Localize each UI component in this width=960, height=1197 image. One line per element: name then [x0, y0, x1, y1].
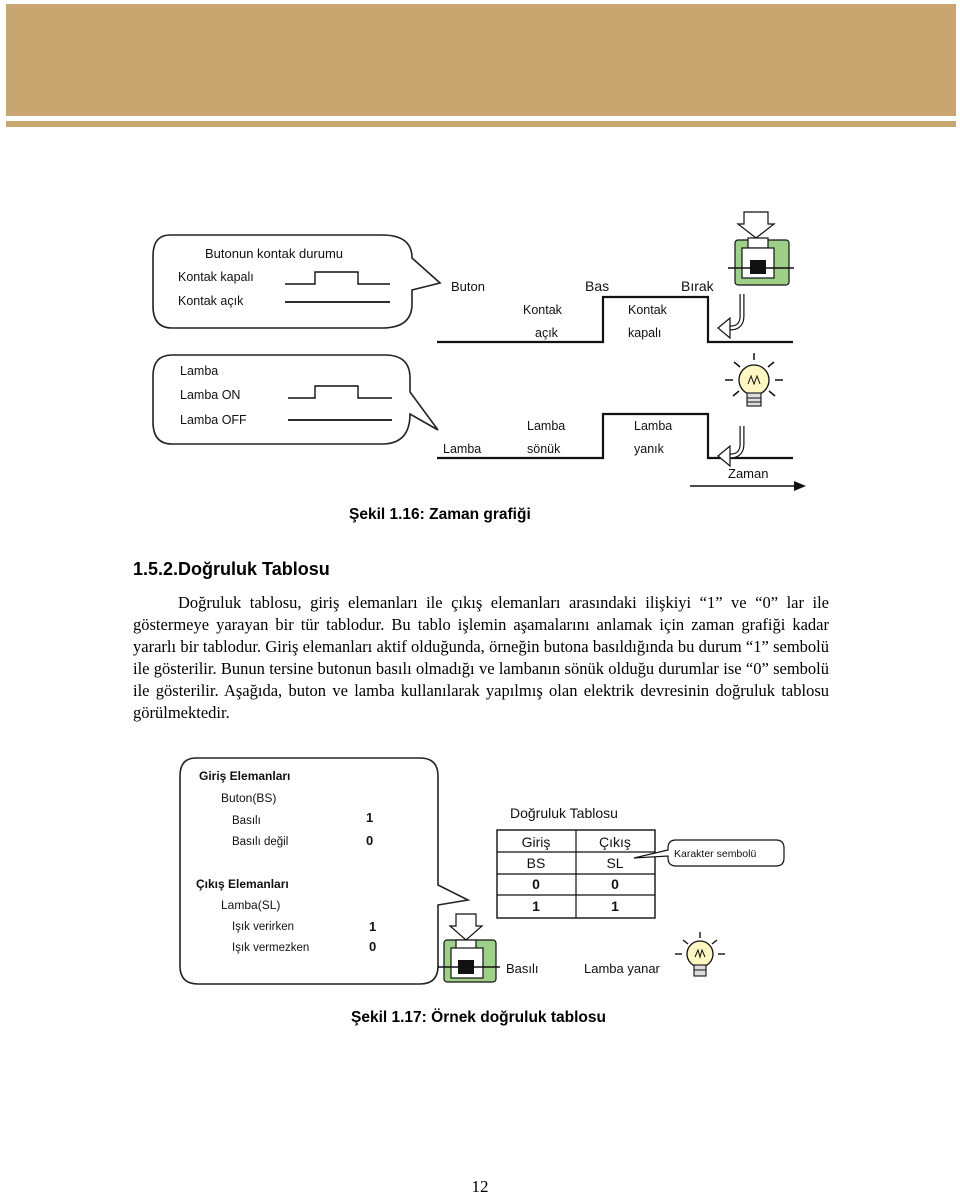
contact-closed-word2: kapalı: [628, 326, 661, 340]
push-button-icon: [438, 913, 500, 983]
body-paragraph: Doğruluk tablosu, giriş elemanları ile ç…: [133, 593, 829, 722]
contact-open-word2: açık: [535, 326, 559, 340]
section-title: 1.5.2.Doğruluk Tablosu: [133, 559, 330, 579]
truth-table-figure: Giriş Elemanları Buton(BS) Basılı 1 Bası…: [175, 752, 792, 996]
lamp-icon: [675, 932, 725, 977]
contact-closed-label: Kontak kapalı: [178, 270, 254, 284]
contact-closed-word1: Kontak: [628, 303, 668, 317]
symbol-callout-label: Karakter sembolü: [674, 848, 756, 860]
not-pressed-label: Basılı değil: [232, 836, 288, 848]
contact-open-word1: Kontak: [523, 303, 563, 317]
lamp-caption: Lamba yanar: [584, 961, 661, 976]
symbol-callout: [633, 839, 785, 867]
table-cell-r2-output: 1: [611, 898, 619, 914]
lamp-off-word1: Lamba: [527, 419, 565, 433]
lit-label: Işık verirken: [232, 921, 294, 933]
pressed-value: 1: [366, 810, 373, 825]
truth-table-title: Doğruluk Tablosu: [510, 805, 618, 821]
unlit-value: 0: [369, 939, 376, 954]
lamp-on-word1: Lamba: [634, 419, 672, 433]
pressed-caption: Basılı: [506, 961, 539, 976]
bubble-bottom: [152, 354, 439, 445]
unlit-label: Işık vermezken: [232, 942, 309, 954]
lamp-name: Lamba(SL): [221, 898, 280, 912]
table-header-input: Giriş: [522, 834, 551, 850]
figure-caption-1: Şekil 1.16: Zaman grafiği: [349, 506, 531, 523]
curved-arrow-icon: [717, 294, 745, 340]
lit-value: 1: [369, 919, 376, 934]
element-list-panel: [179, 757, 471, 985]
bas-label: Bas: [585, 278, 609, 294]
lamba-axis-label: Lamba: [443, 442, 481, 456]
birak-label: Bırak: [681, 278, 715, 294]
button-signal: [437, 295, 793, 344]
contact-open-label: Kontak açık: [178, 294, 244, 308]
figure-caption-2: Şekil 1.17: Örnek doğruluk tablosu: [351, 1009, 606, 1026]
table-symbol-output: SL: [606, 855, 623, 871]
lamp-icon: [725, 353, 783, 407]
zaman-label: Zaman: [728, 466, 768, 481]
not-pressed-value: 0: [366, 833, 373, 848]
curved-arrow-icon-2: [717, 426, 745, 468]
lamp-off-label: Lamba OFF: [180, 413, 247, 427]
time-axis-arrowhead: [794, 481, 806, 491]
page-number: 12: [471, 1177, 489, 1196]
bubble-bottom-title: Lamba: [180, 364, 218, 378]
header-rule: [6, 121, 956, 127]
push-button-icon: [728, 211, 794, 286]
button-name: Buton(BS): [221, 791, 276, 805]
legend-pulse-top: [285, 271, 390, 285]
truth-table: [496, 829, 656, 919]
buton-label: Buton: [451, 279, 485, 294]
inputs-title: Giriş Elemanları: [199, 769, 290, 783]
table-header-output: Çıkış: [599, 834, 631, 850]
outputs-title: Çıkış Elemanları: [196, 877, 289, 891]
lamp-on-label: Lamba ON: [180, 388, 240, 402]
bubble-top-title: Butonun kontak durumu: [205, 246, 343, 261]
bubble-top: [152, 234, 442, 329]
lamp-on-word2: yanık: [634, 442, 665, 456]
table-cell-r2-input: 1: [532, 898, 540, 914]
lamp-off-word2: sönük: [527, 442, 561, 456]
header-band: [6, 4, 956, 116]
legend-pulse-bottom: [288, 385, 392, 399]
timing-diagram-figure: Butonun kontak durumu Kontak kapalı Kont…: [148, 205, 813, 498]
table-symbol-input: BS: [527, 855, 546, 871]
table-cell-r1-output: 0: [611, 876, 619, 892]
pressed-label: Basılı: [232, 815, 261, 827]
table-cell-r1-input: 0: [532, 876, 540, 892]
